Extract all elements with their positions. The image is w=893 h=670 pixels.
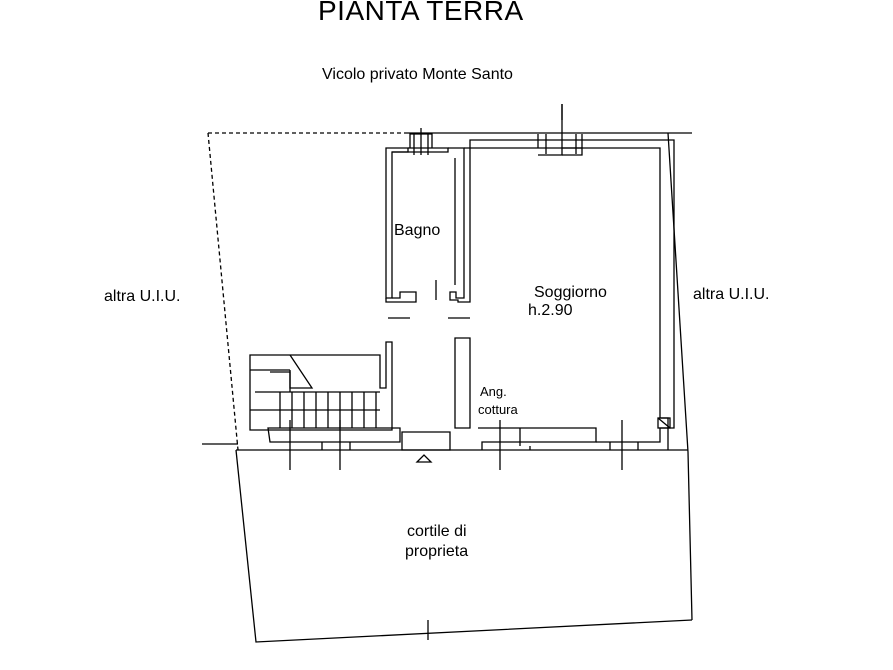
- street-label: Vicolo privato Monte Santo: [322, 66, 513, 83]
- entrance-marker: [415, 454, 433, 463]
- kitchen-label-line2: cottura: [478, 402, 518, 417]
- hood-box: [657, 417, 671, 429]
- drawing-title: PIANTA TERRA: [318, 0, 524, 26]
- yard-boundary: [235, 449, 693, 643]
- yard-label-line1: cortile di: [407, 523, 467, 540]
- staircase: [249, 341, 393, 431]
- kitchen-wall: [454, 337, 471, 429]
- neighbor-left-label: altra U.I.U.: [104, 288, 181, 305]
- right-boundary: [667, 132, 693, 621]
- yard-label-line2: proprieta: [405, 543, 469, 560]
- neighbor-right-label: altra U.I.U.: [693, 286, 770, 303]
- bathroom-label: Bagno: [394, 222, 441, 239]
- property-boundary-dashed: [207, 132, 408, 451]
- ceiling-height-label: h.2.90: [528, 302, 573, 319]
- kitchen-label-line1: Ang.: [480, 384, 507, 399]
- living-room-label: Soggiorno: [534, 284, 607, 301]
